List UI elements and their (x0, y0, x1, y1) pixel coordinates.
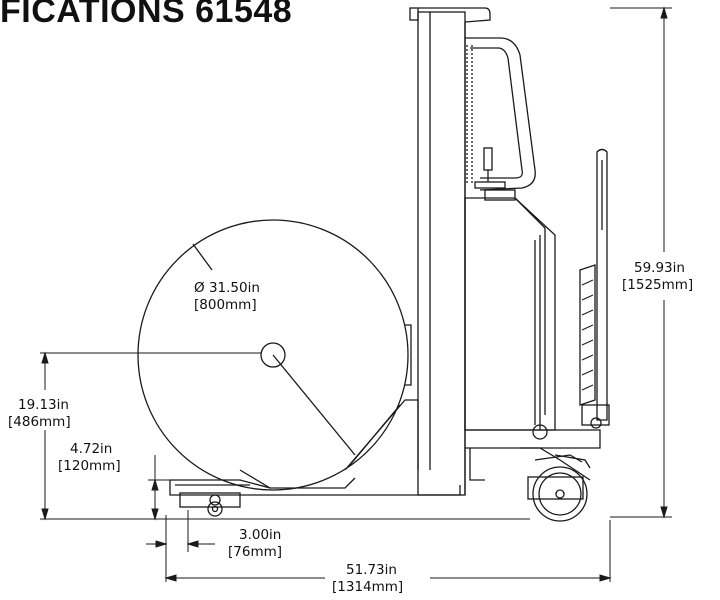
overall-length-imperial: 51.73in (346, 562, 397, 578)
overall-length-metric: [1314mm] (332, 579, 404, 595)
fork-height-metric: [120mm] (58, 458, 121, 474)
page-title: FICATIONS 61548 (0, 0, 293, 30)
roll-diameter-label: Ø 31.50in [800mm] (194, 280, 260, 314)
lift-mast (409, 7, 491, 496)
paper-roll (137, 219, 412, 491)
roll-cradle (169, 399, 461, 496)
roll-diameter-imperial: 31.50in (208, 280, 260, 296)
ground-clearance-imperial: 3.00in (239, 527, 282, 543)
diameter-leader-line (272, 354, 356, 456)
roll-center-height-imperial: 19.13in (18, 397, 69, 413)
rear-caster-wheel (527, 454, 588, 522)
diameter-symbol: Ø (194, 280, 205, 296)
total-height-metric: [1525mm] (622, 277, 694, 293)
diameter-leader-arrow (192, 243, 213, 271)
handle-frame (465, 37, 536, 191)
fork-height-imperial: 4.72in (70, 441, 113, 457)
overall-length-label: 51.73in [1314mm] (332, 562, 403, 596)
tiller-handle (579, 148, 610, 429)
fork-height-label: 4.72in [120mm] (58, 441, 121, 475)
total-height-imperial: 59.93in (634, 260, 685, 276)
total-height-label: 59.93in [1525mm] (622, 260, 693, 294)
battery-housing (464, 189, 556, 431)
roll-diameter-metric: [800mm] (194, 297, 257, 313)
chassis (465, 424, 601, 481)
roll-center-height-metric: [486mm] (8, 414, 71, 430)
ground-clearance-label: 3.00in [76mm] (228, 527, 282, 561)
front-fork-wheel (179, 492, 241, 517)
ground-clearance-metric: [76mm] (228, 544, 283, 560)
roll-center-height-label: 19.13in [486mm] (8, 397, 71, 431)
dimension-lines (40, 6, 672, 582)
